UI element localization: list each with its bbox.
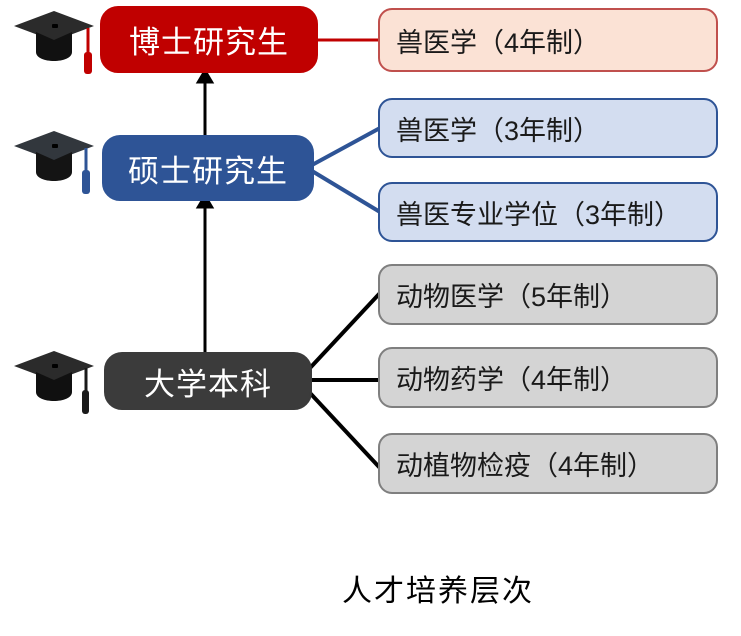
program-label-bachelor-quarantine-4: 动植物检疫（4年制） [396, 451, 655, 481]
level-label-doctor: 博士研究生 [129, 25, 289, 60]
level-label-master: 硕士研究生 [128, 153, 288, 189]
program-label-doctor-vet-4: 兽医学（4年制） [396, 27, 601, 58]
connector-master-vetpro3 [310, 169, 382, 214]
program-node-master-vet-3[interactable]: 兽医学（3年制） [378, 98, 718, 158]
connector-bachelor-quarantine4 [308, 391, 382, 470]
graduation-cap-icon [8, 344, 100, 418]
program-label-bachelor-animal-pharm-4: 动物药学（4年制） [396, 365, 628, 395]
connector-bachelor-animalmed5 [308, 291, 382, 370]
connector-master-vet3 [311, 126, 381, 167]
program-node-bachelor-quarantine-4[interactable]: 动植物检疫（4年制） [378, 433, 718, 494]
graduation-cap-icon [8, 124, 100, 198]
level-node-doctor[interactable]: 博士研究生 [100, 6, 318, 73]
level-label-bachelor: 大学本科 [144, 366, 272, 402]
program-label-master-vet-3: 兽医学（3年制） [396, 115, 601, 146]
program-node-bachelor-animal-med-5[interactable]: 动物医学（5年制） [378, 264, 718, 325]
level-node-bachelor[interactable]: 大学本科 [104, 352, 312, 410]
program-node-bachelor-animal-pharm-4[interactable]: 动物药学（4年制） [378, 347, 718, 408]
program-node-master-vet-pro-3[interactable]: 兽医专业学位（3年制） [378, 182, 718, 242]
graduation-cap-icon [8, 4, 100, 78]
program-label-master-vet-pro-3: 兽医专业学位（3年制） [396, 199, 682, 230]
program-label-bachelor-animal-med-5: 动物医学（5年制） [396, 282, 628, 312]
level-node-master[interactable]: 硕士研究生 [102, 135, 314, 201]
diagram-caption: 人才培养层次 [342, 575, 534, 608]
program-node-doctor-vet-4[interactable]: 兽医学（4年制） [378, 8, 718, 72]
